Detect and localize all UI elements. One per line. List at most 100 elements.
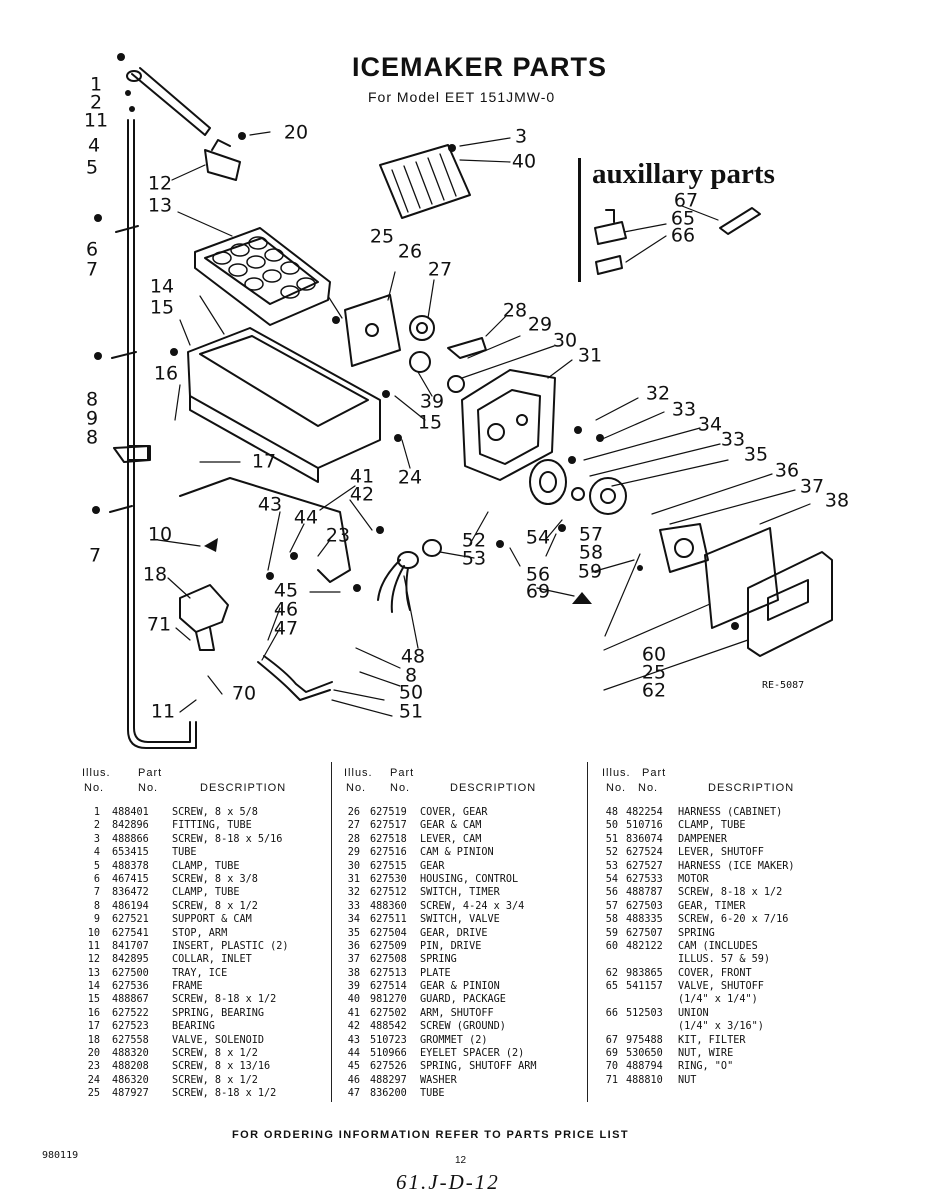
callout-58: 58 — [578, 541, 604, 564]
part-number: 488810 — [626, 1074, 663, 1086]
illus-number: 26 — [347, 807, 360, 818]
part-description: SUPPORT & CAM — [172, 914, 252, 926]
callout-2: 2 — [89, 91, 103, 114]
part-description: ILLUS. 57 & 59) — [678, 954, 771, 966]
illus-number: 36 — [347, 940, 360, 952]
callout-40: 40 — [511, 150, 537, 173]
callout-70: 70 — [231, 682, 257, 705]
union-drawing — [595, 255, 623, 275]
part-description: HARNESS (ICE MAKER) — [678, 860, 795, 872]
part-description: BEARING — [172, 1021, 215, 1033]
shutoff-valve-drawing — [594, 209, 627, 245]
part-number: 488787 — [626, 887, 663, 899]
part-description: SWITCH, VALVE — [420, 914, 500, 926]
illus-number: 40 — [347, 994, 360, 1006]
gear-drawing — [447, 375, 465, 393]
part-number: 482254 — [626, 807, 663, 818]
part-description: GEAR & CAM — [420, 820, 482, 832]
header-description: DESCRIPTION — [200, 782, 287, 794]
part-number: 488866 — [112, 833, 149, 845]
part-description: (1/4" x 3/16") — [678, 1021, 764, 1033]
part-number: 627522 — [112, 1007, 149, 1019]
page-title: ICEMAKER PARTS — [352, 52, 608, 82]
table-row: (1/4" x 3/16") — [598, 1021, 898, 1034]
part-description: COVER, FRONT — [678, 967, 752, 979]
reference-number: RE-5087 — [762, 680, 805, 691]
part-number: 627500 — [112, 967, 149, 979]
illus-number: 14 — [87, 981, 100, 993]
column-rule-1 — [331, 762, 332, 1102]
inlet-fitting-drawing — [204, 139, 241, 181]
drive-gear-drawing — [589, 477, 627, 515]
part-number: 981270 — [370, 994, 407, 1006]
illus-number: 17 — [87, 1021, 100, 1033]
part-description: VALVE, SHUTOFF — [678, 981, 764, 993]
table-header: Illus. Part No. No. DESCRIPTION — [598, 763, 898, 797]
callout-23: 23 — [325, 524, 351, 547]
part-number: 510716 — [626, 820, 663, 832]
part-number: 486194 — [112, 900, 149, 912]
illus-number: 1 — [93, 807, 100, 818]
part-number: 487927 — [112, 1088, 149, 1100]
header-illus: Illus. — [602, 767, 631, 779]
illus-number: 65 — [605, 981, 618, 993]
exploded-parts-diagram — [92, 53, 833, 749]
callout-6: 6 — [85, 238, 99, 261]
illus-number: 35 — [347, 927, 360, 939]
column-rule-2 — [587, 762, 588, 1102]
part-description: SWITCH, TIMER — [420, 887, 500, 899]
part-description: SCREW, 6-20 x 7/16 — [678, 914, 789, 926]
part-number: 627526 — [370, 1061, 407, 1073]
illus-number: 18 — [87, 1034, 100, 1046]
part-description: COVER, GEAR — [420, 807, 488, 818]
part-description: GROMMET (2) — [420, 1034, 488, 1046]
callout-36: 36 — [774, 459, 800, 482]
front-cover-drawing — [747, 551, 833, 657]
callout-15b: 15 — [417, 411, 443, 434]
illus-number: 42 — [347, 1021, 360, 1033]
part-number: 482122 — [626, 940, 663, 952]
part-number: 627504 — [370, 927, 407, 939]
illus-number: 10 — [87, 927, 100, 939]
part-description: CAM (INCLUDES — [678, 940, 758, 952]
part-description: RING, "O" — [678, 1061, 734, 1073]
callout-17: 17 — [251, 450, 277, 473]
part-number: 488335 — [626, 914, 663, 926]
publication-number: 980119 — [42, 1150, 79, 1161]
part-number: 627513 — [370, 967, 407, 979]
fill-tube-drawing — [127, 119, 197, 749]
cam-lever-drawing — [447, 337, 487, 359]
shutoff-arm-drawing — [179, 477, 351, 583]
illus-number: 33 — [347, 900, 360, 912]
part-description: SPRING — [678, 927, 715, 939]
part-number: 627519 — [370, 807, 407, 818]
cam-pinion-drawing — [409, 351, 431, 373]
callout-8c: 8 — [404, 664, 418, 687]
callout-60: 60 — [641, 643, 667, 666]
callout-42: 42 — [349, 483, 375, 506]
motor-drawing — [529, 459, 567, 505]
callout-52: 52 — [461, 529, 487, 552]
ordering-footer: FOR ORDERING INFORMATION REFER TO PARTS … — [232, 1129, 629, 1141]
part-number: 627509 — [370, 940, 407, 952]
part-number: 488378 — [112, 860, 149, 872]
callout-25b: 25 — [641, 661, 667, 684]
